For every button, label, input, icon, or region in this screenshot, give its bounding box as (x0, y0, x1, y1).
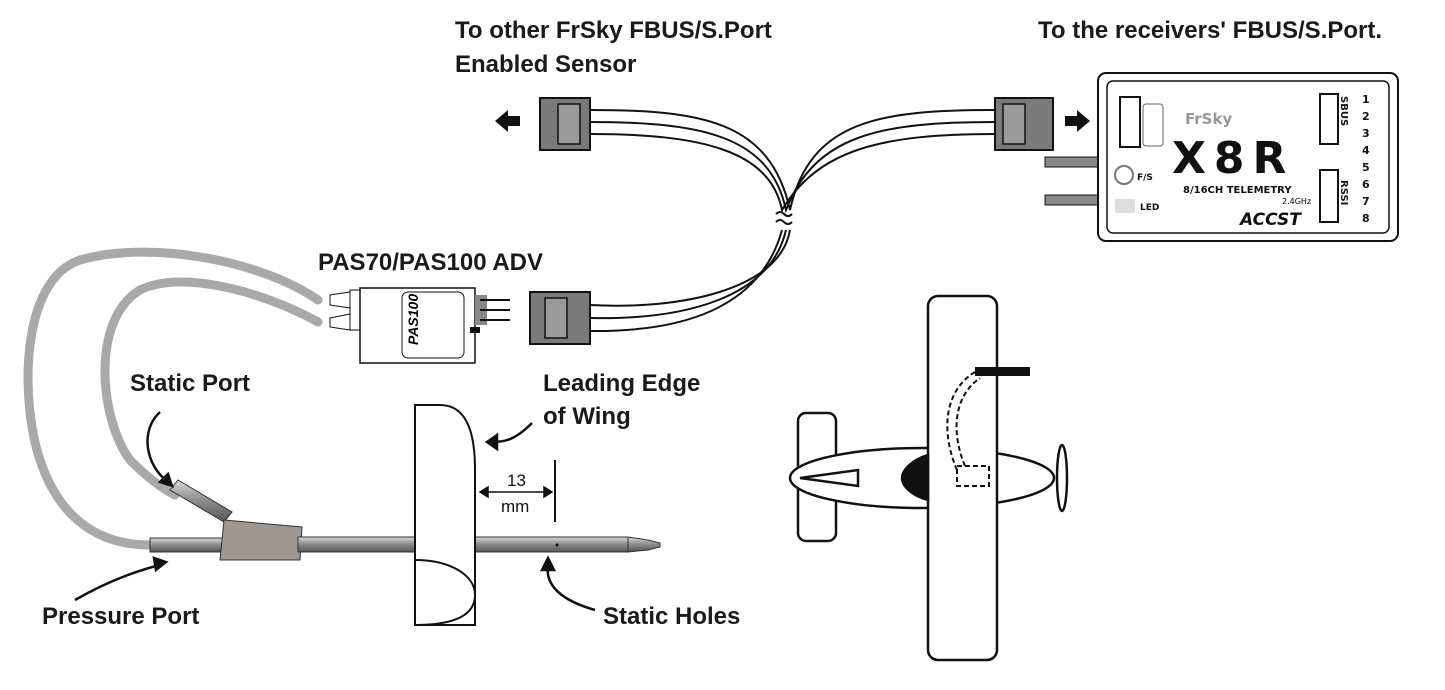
connector-receiver (994, 97, 1090, 151)
arrow-right-icon (1065, 110, 1090, 132)
receiver-led (1115, 199, 1135, 213)
x8r-receiver: FrSky X8R 8/16CH TELEMETRY 2.4GHz ACCST … (1044, 72, 1399, 242)
static-hole (555, 543, 559, 547)
receiver-subtitle: 8/16CH TELEMETRY (1183, 185, 1292, 196)
airplane-pitot (975, 367, 1030, 376)
silicone-tubes (23, 247, 323, 550)
receiver-band: 2.4GHz (1282, 197, 1311, 206)
receiver-rssi-label: RSSI (1338, 180, 1349, 205)
label-static-port: Static Port (130, 370, 250, 397)
label-static-holes: Static Holes (603, 603, 740, 630)
label-other-sensor-line2: Enabled Sensor (455, 51, 636, 78)
label-distance-value: 13 (507, 471, 526, 490)
channel-6: 6 (1362, 178, 1370, 191)
channel-8: 8 (1362, 212, 1370, 225)
receiver-led-label: LED (1140, 203, 1159, 213)
connector-other-sensor (495, 97, 591, 151)
receiver-brand: FrSky (1185, 110, 1232, 128)
connector-sensor (529, 291, 591, 345)
label-distance-unit: mm (501, 497, 529, 516)
label-leading-edge-line1: Leading Edge (543, 370, 700, 397)
pas-airspeed-sensor: PAS100 (329, 287, 510, 364)
receiver-model: X8R (1172, 133, 1294, 184)
failsafe-button[interactable] (1114, 165, 1134, 185)
airplane-top-view (788, 294, 1069, 662)
pitot-tube (149, 479, 661, 561)
channel-3: 3 (1362, 127, 1370, 140)
channel-5: 5 (1362, 161, 1370, 174)
label-leading-edge-line2: of Wing (543, 403, 631, 430)
sensor-model-text: PAS100 (405, 294, 421, 345)
dimension-arrow (478, 485, 554, 499)
wire-break-mark (775, 211, 793, 225)
receiver-fs-label: F/S (1137, 173, 1153, 183)
label-receiver-port: To the receivers' FBUS/S.Port. (1038, 17, 1382, 44)
channel-2: 2 (1362, 110, 1370, 123)
label-other-sensor-line1: To other FrSky FBUS/S.Port (455, 17, 772, 44)
receiver-sbus-label: SBUS (1338, 96, 1349, 126)
pointer-arrows (74, 411, 596, 612)
label-pressure-port: Pressure Port (42, 603, 199, 630)
arrow-left-icon (495, 110, 520, 132)
wire-harness (589, 109, 996, 333)
wing-section (414, 404, 556, 626)
receiver-protocol: ACCST (1238, 210, 1302, 230)
label-sensor-name: PAS70/PAS100 ADV (318, 249, 543, 276)
channel-7: 7 (1362, 195, 1370, 208)
channel-4: 4 (1362, 144, 1370, 157)
channel-1: 1 (1362, 93, 1370, 106)
